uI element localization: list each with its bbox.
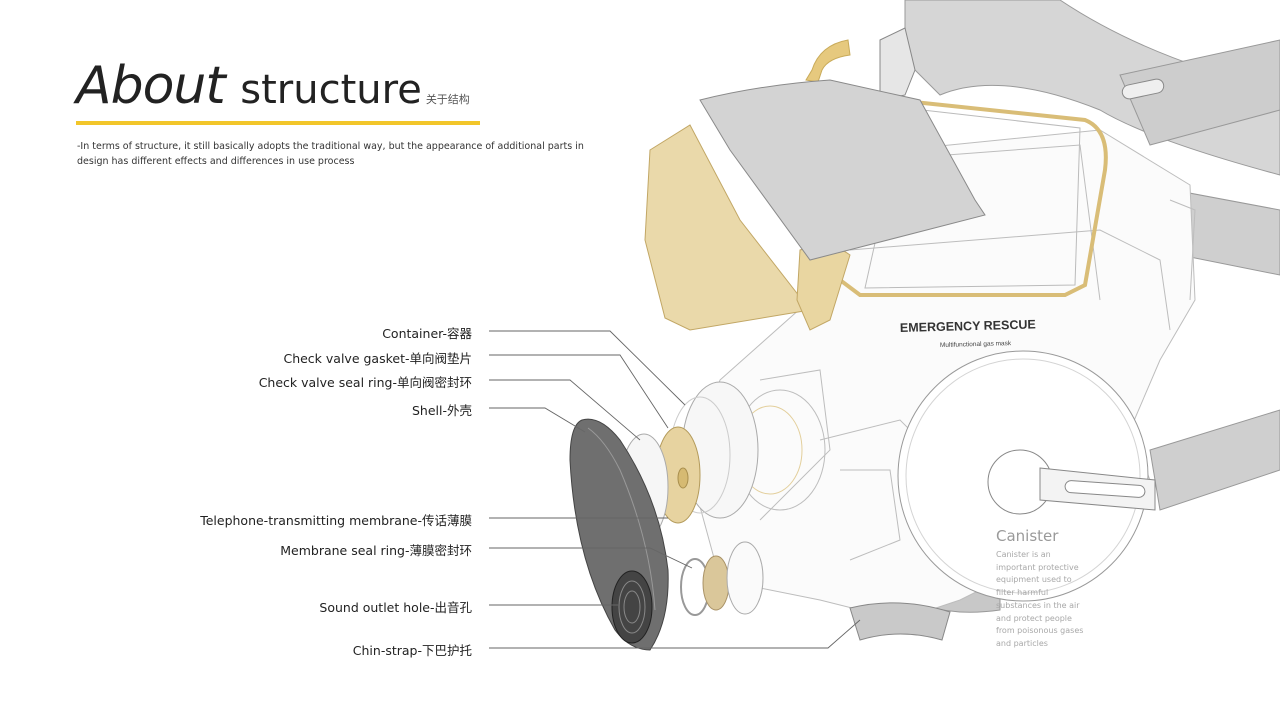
page-title-text: About structure bbox=[76, 56, 422, 116]
callout-check-valve-seal-ring: Check valve seal ring-单向阀密封环 bbox=[258, 375, 472, 390]
container-flap-tan bbox=[644, 124, 811, 331]
strap-buckle bbox=[879, 27, 916, 101]
exploded-parts bbox=[569, 381, 951, 651]
callout-chin-strap: Chin-strap-下巴护托 bbox=[352, 643, 472, 658]
leader-lines bbox=[489, 330, 861, 649]
callout-container: Container-容器 bbox=[382, 326, 472, 341]
callout-sound-outlet-hole: Sound outlet hole-出音孔 bbox=[319, 600, 472, 615]
callout-shell: Shell-外壳 bbox=[411, 403, 472, 418]
page-title-chinese: 关于结构 bbox=[425, 93, 470, 106]
chin-strap bbox=[849, 602, 951, 641]
callout-telephone-membrane: Telephone-transmitting membrane-传话薄膜 bbox=[200, 513, 472, 528]
tan-hook bbox=[805, 39, 851, 83]
callout-check-valve-gasket: Check valve gasket-单向阀垫片 bbox=[283, 351, 472, 366]
visor-cover bbox=[699, 79, 986, 261]
callout-membrane-seal-ring: Membrane seal ring-薄膜密封环 bbox=[280, 543, 472, 558]
mask-sub-text: Multifunctional gas mask bbox=[940, 340, 1012, 349]
canister-title: Canister bbox=[996, 527, 1059, 545]
visor-frame bbox=[837, 97, 1108, 297]
title-first-word: About bbox=[76, 56, 226, 116]
intro-text: -In terms of structure, it still basical… bbox=[77, 141, 584, 167]
sound-outlet-hole bbox=[611, 570, 653, 644]
canister-description: Canister is an important protective equi… bbox=[996, 550, 1084, 648]
title-underline bbox=[76, 121, 480, 125]
canister-illustration bbox=[897, 350, 1156, 602]
mask-brand-text: EMERGENCY RESCUE bbox=[900, 317, 1036, 335]
title-second-word: structure bbox=[240, 67, 422, 113]
